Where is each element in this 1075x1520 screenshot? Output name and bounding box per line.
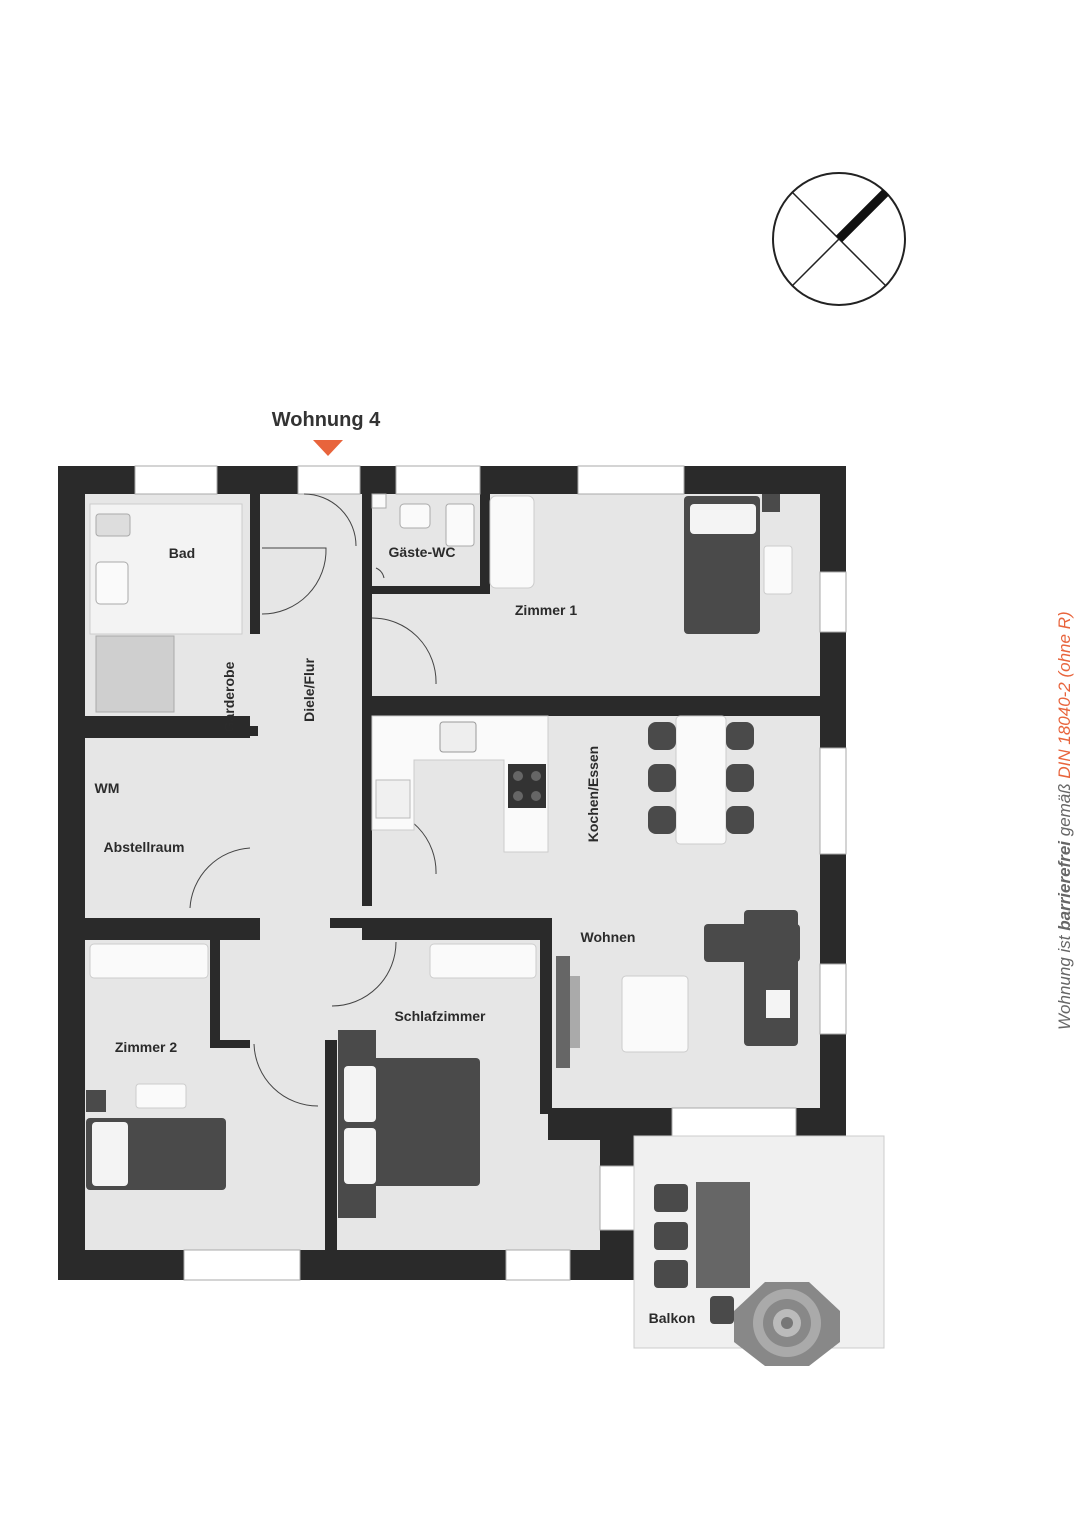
room-label-bad: Bad [169,545,195,561]
parasol-icon [734,1282,840,1366]
room-label-zimmer2: Zimmer 2 [115,1039,177,1055]
note-part2: gemäß [1055,778,1074,841]
accessibility-note: Wohnung ist barrierefrei gemäß DIN 18040… [1055,611,1075,1030]
kitchen-furniture [371,715,754,853]
room-label-zimmer1: Zimmer 1 [515,602,577,618]
room-label-garderobe: Garderobe [221,661,237,732]
apartment-title: Wohnung 4 [272,409,381,431]
windows [134,465,847,1281]
stove-icon [508,764,546,808]
zimmer2-furniture [86,943,226,1190]
room-label-diele: Diele/Flur [301,658,317,722]
table-icon [696,1182,750,1288]
living-furniture [556,910,800,1068]
room-label-schlafzimmer: Schlafzimmer [394,1008,486,1024]
entrance-arrow-icon [313,440,343,456]
bedroom-furniture [338,943,537,1218]
room-label-gaeste-wc: Gäste-WC [389,544,456,560]
room-label-wohnen: Wohnen [581,929,636,945]
zimmer1-furniture [489,494,793,634]
interior-walls [85,490,820,1280]
sink-icon [95,561,129,605]
tv-icon [556,956,570,1068]
shower-icon [95,635,175,713]
chair-icon [654,1184,734,1324]
sink-icon [439,721,477,753]
note-din: DIN 18040-2 (ohne R) [1055,611,1074,779]
room-label-balkon: Balkon [649,1310,696,1326]
note-bold: barrierefrei [1055,840,1074,931]
note-part1: Wohnung ist [1055,930,1074,1031]
toilet-icon [399,503,431,529]
table-icon [675,715,727,845]
compass-icon [772,172,906,306]
bath-fixtures [89,493,475,713]
balcony [633,1135,885,1366]
room-label-kochen: Kochen/Essen [585,746,601,842]
chair-icon [648,722,754,834]
room-label-wm: WM [95,780,120,796]
room-label-abstellraum: Abstellraum [104,839,185,855]
